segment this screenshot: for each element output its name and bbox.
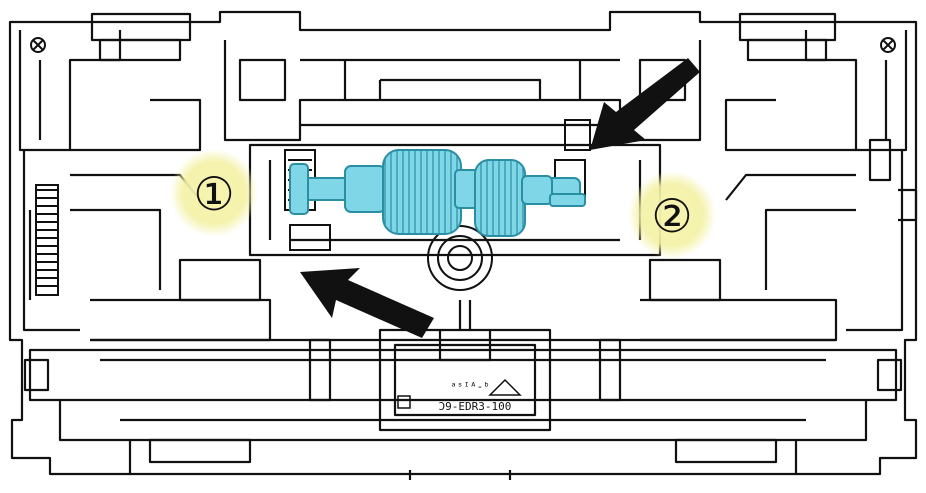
callout-1: ① (170, 149, 258, 237)
arrow-up-left-icon (300, 268, 434, 338)
screw-icon (30, 37, 46, 53)
pickup-roller (289, 149, 586, 237)
callout-2: ② (628, 171, 716, 259)
arrow-down-left-icon (590, 58, 700, 150)
scanner-housing (8, 10, 918, 480)
part-label: ᵃˢᴵᴬ-ᵇ Ɔ9-EDR3-100 (397, 378, 522, 413)
drive-gear (35, 184, 59, 296)
drive-hub (427, 225, 493, 291)
screw-icon (880, 37, 896, 53)
part-label-line1: ᵃˢᴵᴬ-ᵇ (450, 380, 490, 393)
part-label-line2: Ɔ9-EDR3-100 (439, 400, 512, 413)
callout-1-label: ① (193, 167, 234, 221)
callout-2-label: ② (651, 189, 692, 243)
